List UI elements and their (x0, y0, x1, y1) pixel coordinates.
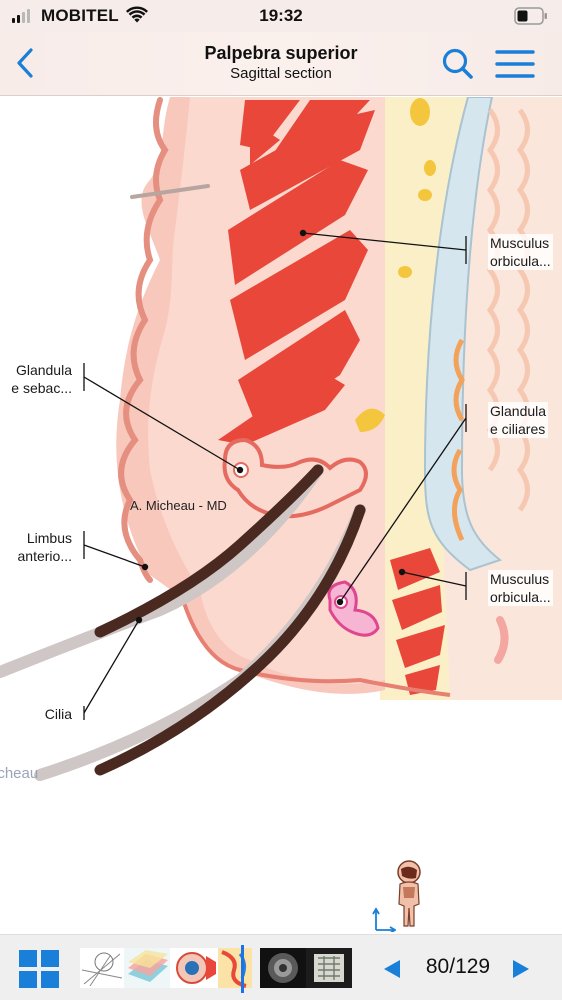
anatomy-figure[interactable]: A. Micheau - MD icheau Musculus orbicula… (0, 96, 562, 797)
signal-icon (12, 9, 30, 23)
back-chevron-icon (17, 48, 33, 78)
label-line: Glandula (490, 403, 547, 419)
grid-icon (19, 950, 59, 988)
thumb-layers-diagram[interactable] (124, 948, 170, 988)
label-line: Limbus (26, 530, 72, 546)
orientation-axes-icon (372, 907, 396, 932)
thumb-ear-section[interactable] (218, 948, 252, 988)
label-musculus-orbicularis-top[interactable]: Musculus orbicula... (488, 234, 553, 270)
search-button[interactable] (440, 46, 476, 82)
thumbnail-current-marker (241, 945, 244, 993)
battery-icon (514, 7, 547, 25)
thumb-eye-section[interactable] (170, 948, 218, 988)
bottom-toolbar: 80/129 (0, 934, 562, 1000)
next-arrow-icon[interactable] (511, 959, 531, 979)
label-line: e sebac... (11, 380, 72, 396)
label-line: Cilia (44, 706, 72, 722)
label-musculus-orbicularis-bottom[interactable]: Musculus orbicula... (488, 570, 553, 606)
status-bar: MOBITEL 19:32 (0, 0, 562, 32)
label-line: e ciliares (490, 421, 546, 437)
page-subtitle: Sagittal section (230, 65, 332, 82)
label-line: orbicula... (490, 253, 551, 269)
clock: 19:32 (259, 6, 303, 25)
menu-icon (495, 50, 535, 78)
wifi-icon (126, 6, 148, 23)
thumb-radiograph[interactable] (306, 948, 352, 988)
thumb-anatomy-sketch[interactable] (80, 948, 124, 988)
label-line: Glandula (15, 362, 72, 378)
carrier-name: MOBITEL (41, 6, 119, 25)
label-line: orbicula... (490, 589, 551, 605)
label-cilia[interactable]: Cilia (30, 705, 74, 723)
nav-bar: Palpebra superior Sagittal section (0, 32, 562, 96)
label-glandulae-sebaceae[interactable]: Glandula e sebac... (2, 361, 74, 397)
menu-button[interactable] (494, 48, 536, 80)
label-line: Musculus (490, 235, 550, 251)
thumb-mri-scan[interactable] (260, 948, 306, 988)
title-block: Palpebra superior Sagittal section (120, 42, 442, 83)
label-limbus-anterior[interactable]: Limbus anterio... (2, 529, 74, 565)
grid-view-button[interactable] (18, 949, 60, 989)
page-title: Palpebra superior (204, 43, 358, 63)
page-counter: 80/129 (425, 955, 491, 978)
label-line: anterio... (17, 548, 72, 564)
back-button[interactable] (8, 44, 42, 82)
prev-arrow-icon[interactable] (382, 959, 402, 979)
figure-watermark: icheau (0, 765, 39, 782)
thumbnail-strip[interactable] (80, 945, 352, 993)
body-figure-icon[interactable] (392, 860, 426, 930)
search-icon (442, 48, 473, 79)
figure-credit: A. Micheau - MD (130, 498, 227, 513)
label-glandulae-ciliares[interactable]: Glandula e ciliares (488, 402, 549, 438)
eyelid-illustration (0, 96, 562, 797)
label-line: Musculus (490, 571, 550, 587)
